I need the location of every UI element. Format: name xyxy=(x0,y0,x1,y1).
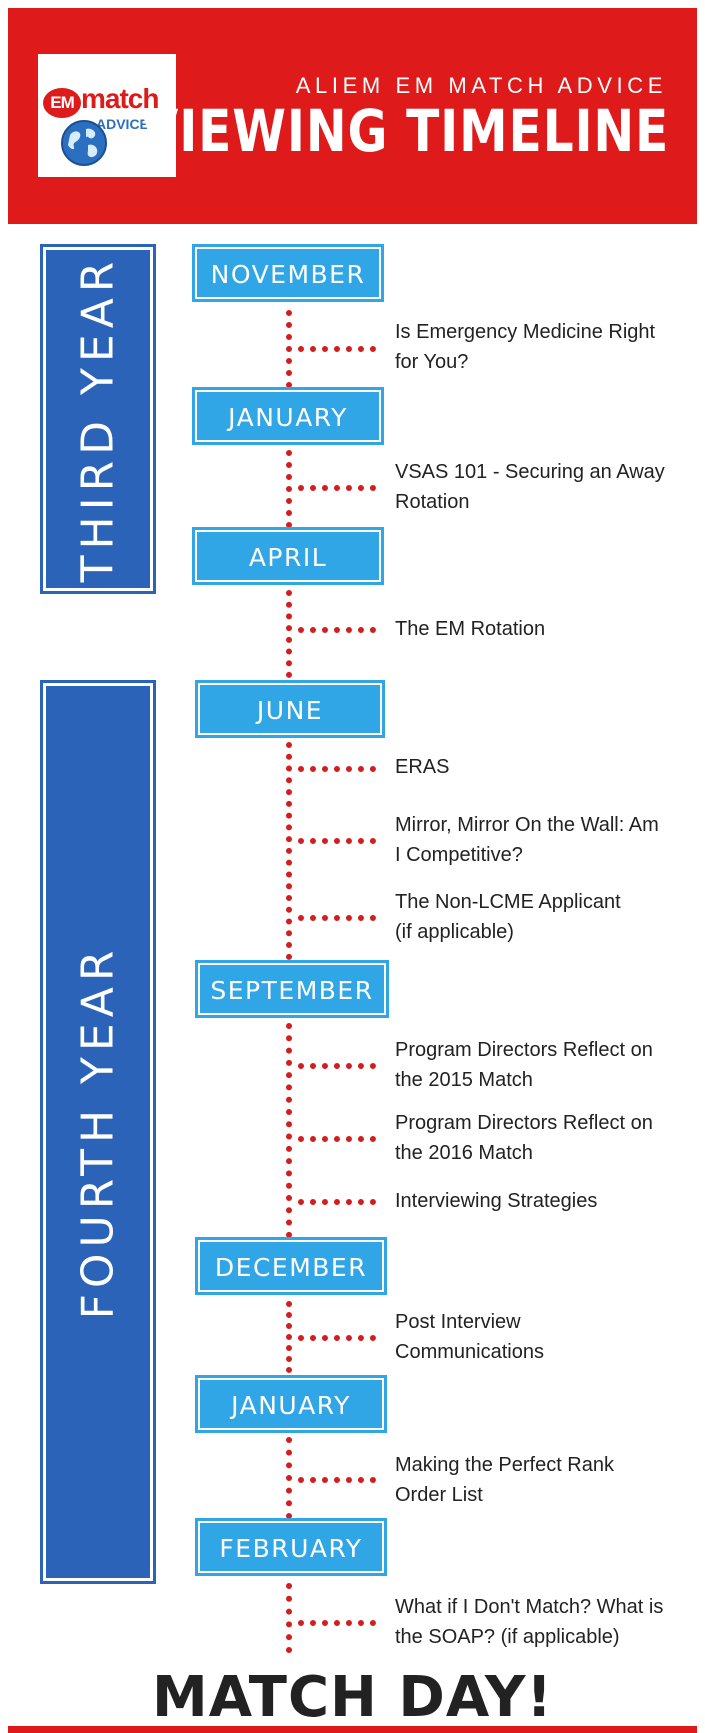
logo-em-bubble: EM xyxy=(43,88,81,118)
timeline-connector xyxy=(286,1437,292,1519)
emmatch-logo: EM match ADVICE xyxy=(38,54,176,177)
month-december: DECEMBER xyxy=(198,1240,384,1292)
timeline-item-post-interview: Post Interview Communications xyxy=(395,1311,544,1363)
timeline-connector xyxy=(286,310,292,388)
page-title: VIEWING TIMELINE xyxy=(140,97,669,165)
timeline-branch xyxy=(298,1063,376,1069)
timeline-item-em-rotation: The EM Rotation xyxy=(395,618,546,640)
fourth-year-bar: FOURTH YEAR xyxy=(43,683,153,1581)
header-banner: EM match ADVICE ALIEM EM MATCH ADVICE VI… xyxy=(8,8,697,224)
timeline-branch xyxy=(298,1335,376,1341)
month-april: APRIL xyxy=(195,530,381,582)
timeline-item-eras: ERAS xyxy=(395,756,450,778)
timeline-connector xyxy=(286,1301,292,1373)
month-february: FEBRUARY xyxy=(198,1521,384,1573)
logo-match-text: match xyxy=(81,83,159,114)
match-day-heading: MATCH DAY! xyxy=(152,1665,553,1730)
timeline-item-rank-order-list: Making the Perfect Rank Order List xyxy=(395,1454,614,1506)
timeline-item-mirror-competitive: Mirror, Mirror On the Wall: Am I Competi… xyxy=(395,814,659,866)
timeline-branch xyxy=(298,1620,376,1626)
timeline-item-em-right-for-you: Is Emergency Medicine Right for You? xyxy=(395,321,656,373)
timeline-item-non-lcme: The Non-LCME Applicant (if applicable) xyxy=(395,891,621,943)
month-november: NOVEMBER xyxy=(195,247,381,299)
timeline-connector xyxy=(286,1583,292,1653)
timeline-connector xyxy=(286,590,292,678)
timeline-branch xyxy=(298,915,376,921)
timeline-branch xyxy=(298,485,376,491)
globe-icon xyxy=(61,120,107,166)
month-september: SEPTEMBER xyxy=(198,963,386,1015)
timeline-item-pd-2016: Program Directors Reflect on the 2016 Ma… xyxy=(395,1112,653,1164)
timeline-branch xyxy=(298,838,376,844)
timeline-branch xyxy=(298,1136,376,1142)
month-january: JANUARY xyxy=(198,1378,384,1430)
month-january: JANUARY xyxy=(195,390,381,442)
third-year-bar: THIRD YEAR xyxy=(43,247,153,591)
timeline-branch xyxy=(298,346,376,352)
timeline-branch xyxy=(298,1477,376,1483)
bottom-rule xyxy=(8,1726,697,1733)
timeline-item-pd-2015: Program Directors Reflect on the 2015 Ma… xyxy=(395,1039,653,1091)
third-year-label: THIRD YEAR xyxy=(72,255,124,583)
timeline-branch xyxy=(298,766,376,772)
header-subtitle: ALIEM EM MATCH ADVICE xyxy=(295,73,667,98)
logo-advice-text: ADVICE xyxy=(96,116,149,132)
timeline-item-vsas-101: VSAS 101 - Securing an Away Rotation xyxy=(395,461,665,513)
timeline-item-soap: What if I Don't Match? What is the SOAP?… xyxy=(395,1596,664,1648)
fourth-year-label: FOURTH YEAR xyxy=(72,944,124,1320)
timeline-connector xyxy=(286,450,292,528)
timeline-item-interviewing-strategies: Interviewing Strategies xyxy=(395,1190,598,1212)
month-june: JUNE xyxy=(198,683,382,735)
timeline-connector xyxy=(286,1023,292,1238)
timeline-branch xyxy=(298,627,376,633)
timeline-branch xyxy=(298,1199,376,1205)
timeline-connector xyxy=(286,742,292,960)
